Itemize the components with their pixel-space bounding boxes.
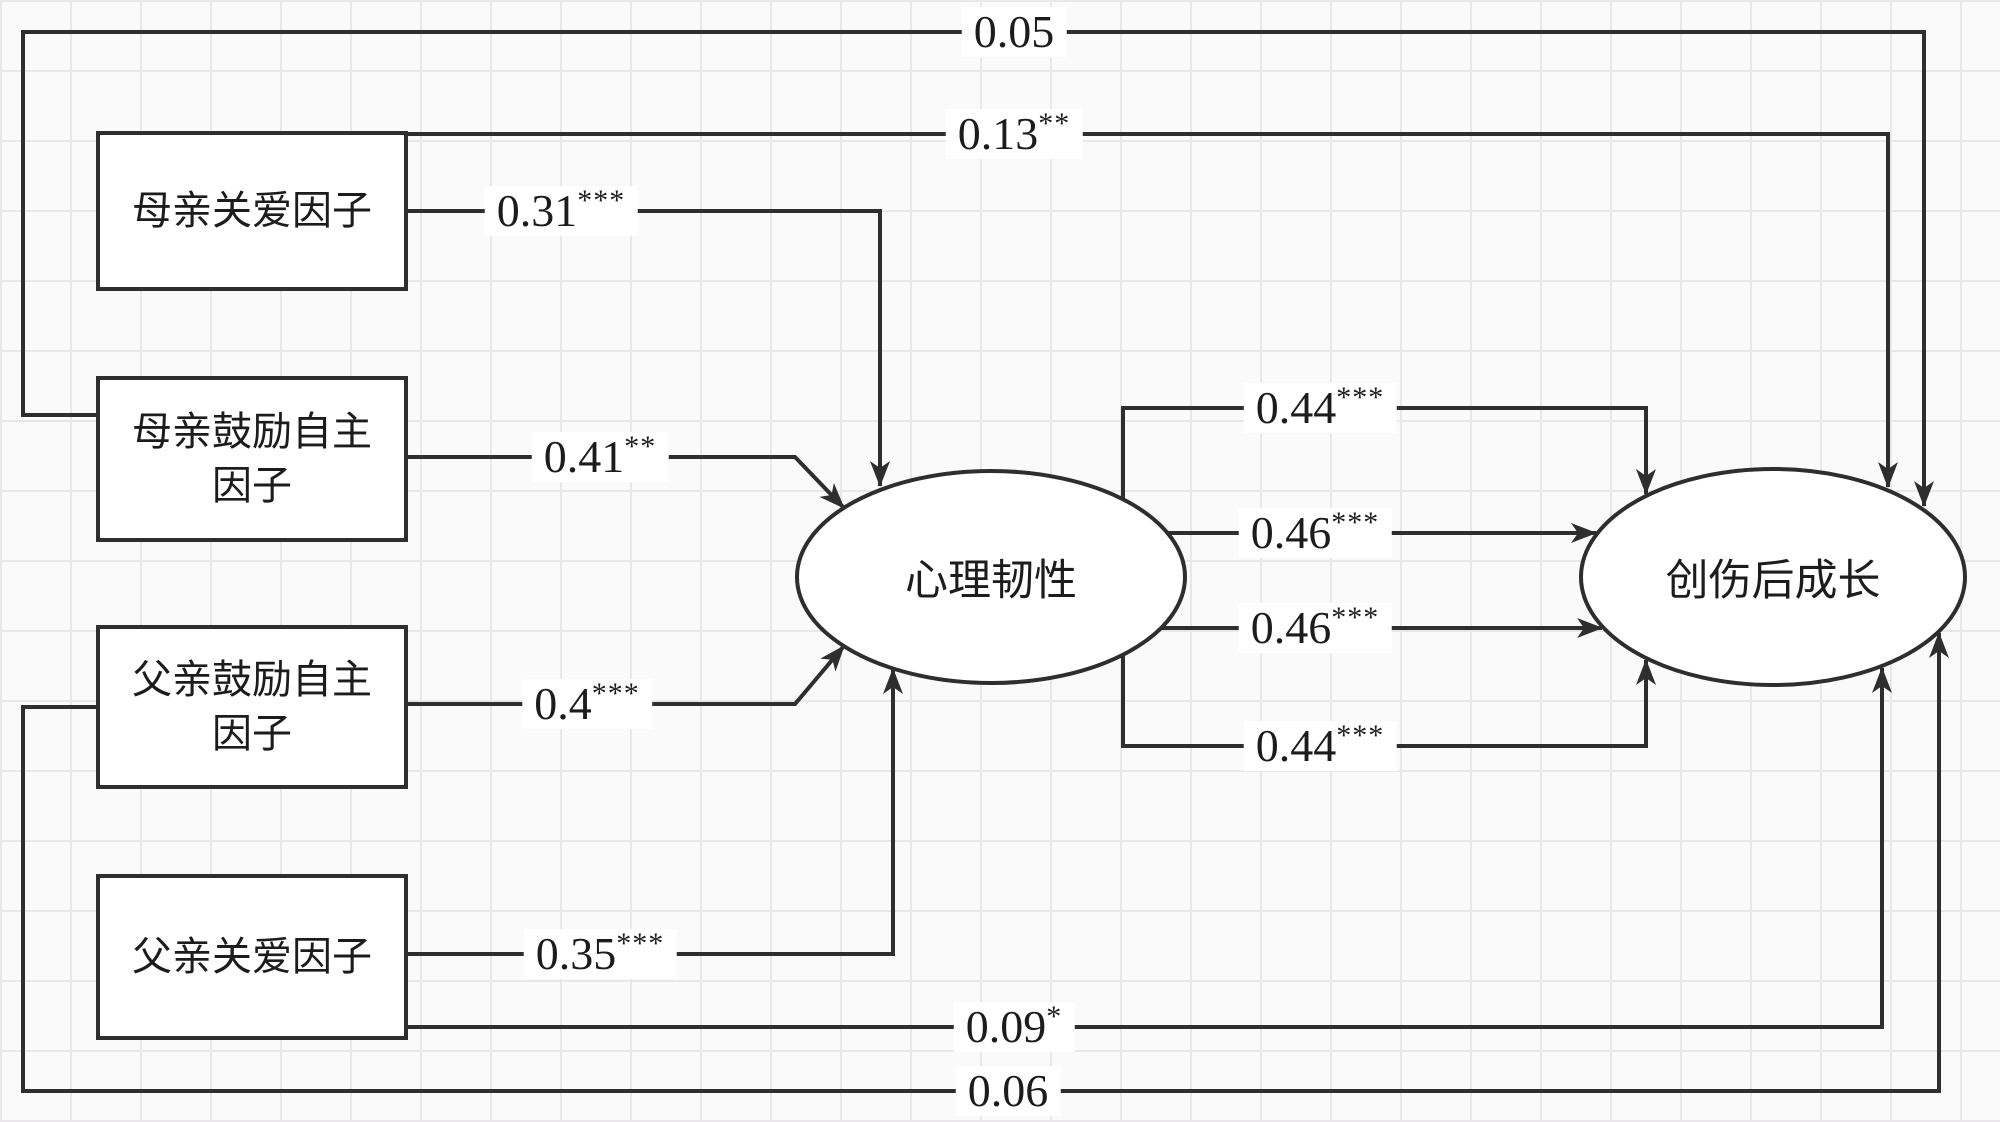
coef-mother-care-to-resilience: 0.31*** <box>484 184 638 236</box>
node-mother-autonomy: 母亲鼓励自主 因子 <box>96 376 408 542</box>
coef-father-autonomy-to-ptg: 0.06 <box>955 1065 1061 1116</box>
path-mother-care-to-ptg <box>408 132 1898 488</box>
coef-resilience-to-ptg-4: 0.44*** <box>1243 719 1397 771</box>
path-mother-autonomy-to-ptg <box>21 30 1934 507</box>
coef-value: 0.41 <box>543 431 625 482</box>
coef-father-care-to-resilience: 0.35*** <box>523 927 677 979</box>
coef-stars: * <box>1046 1000 1063 1033</box>
node-father-autonomy: 父亲鼓励自主 因子 <box>96 625 408 789</box>
node-mother-care: 母亲关爱因子 <box>96 131 408 291</box>
coef-stars: *** <box>1331 601 1380 634</box>
path-father-autonomy-to-ptg <box>21 632 1949 1093</box>
node-father-care-label: 父亲关爱因子 <box>132 934 372 979</box>
coef-stars: *** <box>1331 506 1380 539</box>
coef-resilience-to-ptg-1: 0.44*** <box>1243 381 1397 433</box>
coef-stars: ** <box>624 430 657 463</box>
coef-stars: *** <box>591 677 640 710</box>
node-father-autonomy-label: 父亲鼓励自主 因子 <box>132 657 372 756</box>
coef-value: 0.06 <box>967 1065 1049 1116</box>
ellipse-resilience-label: 心理韧性 <box>905 558 1077 605</box>
coef-stars: *** <box>1336 719 1385 752</box>
coef-value: 0.31 <box>496 185 578 236</box>
node-mother-autonomy-label: 母亲鼓励自主 因子 <box>132 409 372 508</box>
coef-mother-care-to-ptg: 0.13** <box>945 107 1083 159</box>
coef-value: 0.46 <box>1250 602 1332 653</box>
coef-value: 0.44 <box>1255 720 1337 771</box>
coef-value: 0.09 <box>965 1001 1047 1052</box>
coef-value: 0.05 <box>973 6 1055 57</box>
coef-value: 0.35 <box>535 928 617 979</box>
coef-value: 0.13 <box>957 108 1039 159</box>
ellipse-ptg-label: 创伤后成长 <box>1665 558 1881 605</box>
coef-mother-autonomy-to-resilience: 0.41** <box>531 430 669 482</box>
coef-father-autonomy-to-resilience: 0.4*** <box>522 679 652 729</box>
coef-stars: ** <box>1038 107 1071 140</box>
coef-stars: *** <box>1336 381 1385 414</box>
ellipse-ptg-shape <box>1579 467 1967 687</box>
coef-father-care-to-ptg: 0.09* <box>953 1000 1075 1052</box>
coef-stars: *** <box>577 184 626 217</box>
coef-mother-autonomy-to-ptg: 0.05 <box>961 6 1067 57</box>
coef-resilience-to-ptg-2: 0.46*** <box>1238 506 1392 558</box>
ellipse-resilience-shape <box>795 469 1187 685</box>
coef-resilience-to-ptg-3: 0.46*** <box>1238 601 1392 653</box>
coef-value: 0.4 <box>534 678 592 729</box>
coef-stars: *** <box>616 927 665 960</box>
node-father-care: 父亲关爱因子 <box>96 874 408 1040</box>
path-father-care-to-ptg <box>408 667 1892 1029</box>
node-mother-care-label: 母亲关爱因子 <box>132 188 372 233</box>
coef-value: 0.46 <box>1250 507 1332 558</box>
coef-value: 0.44 <box>1255 382 1337 433</box>
